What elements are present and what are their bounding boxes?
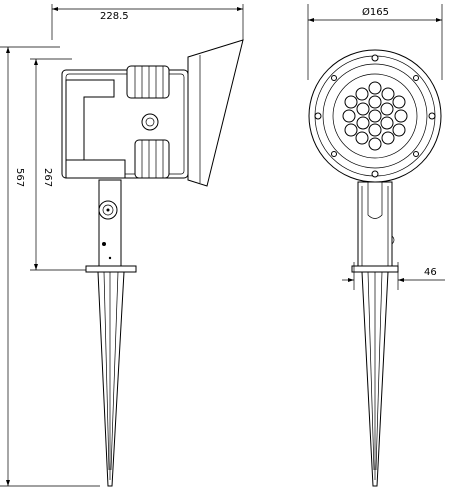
front-view: Ø165 — [307, 4, 445, 487]
dim-label-228-5: 228.5 — [100, 11, 129, 22]
dimension-stake-width: 46 — [342, 262, 445, 290]
dim-label-567: 567 — [14, 168, 25, 187]
dim-label-diameter: Ø165 — [362, 6, 389, 18]
dim-label-46: 46 — [424, 267, 437, 278]
dim-label-267: 267 — [42, 168, 53, 187]
ground-stake-front — [361, 271, 389, 487]
lamp-head-side — [61, 39, 244, 187]
mount-bracket-side — [85, 179, 137, 273]
dimension-total-height: 567 — [0, 46, 100, 487]
ground-stake-side — [97, 271, 125, 487]
dimension-width-top: 228.5 — [51, 4, 244, 40]
dimension-diameter: Ø165 — [307, 4, 443, 80]
mount-bracket-front — [351, 181, 399, 273]
led-array — [342, 81, 408, 151]
side-view: 228.5 567 267 — [0, 4, 244, 487]
